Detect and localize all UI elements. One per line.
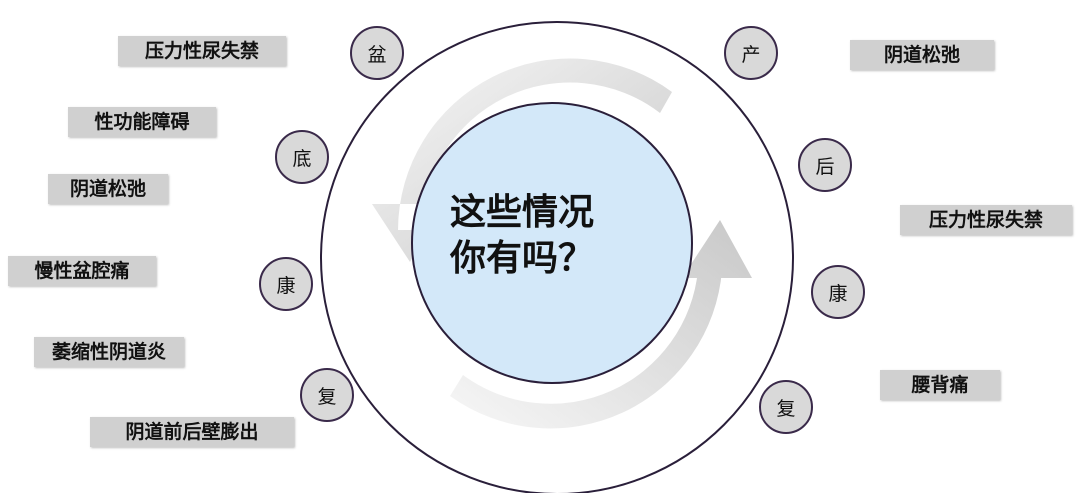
node-left-2: 底 (275, 130, 329, 184)
left-label-3: 阴道松弛 (48, 174, 168, 204)
node-right-1: 产 (724, 26, 778, 80)
left-label-1: 压力性尿失禁 (118, 36, 286, 66)
node-right-4: 复 (759, 380, 813, 434)
center-question: 这些情况 你有吗？ (450, 190, 626, 282)
center-line-1: 这些情况 (450, 192, 595, 233)
left-label-2: 性功能障碍 (68, 107, 216, 137)
cycle-arrow-top (372, 58, 672, 262)
node-left-4: 复 (300, 368, 354, 422)
right-label-3: 腰背痛 (880, 370, 1000, 400)
node-right-3: 康 (811, 265, 865, 319)
left-label-5: 萎缩性阴道炎 (34, 337, 184, 367)
center-circle (411, 102, 693, 384)
node-left-3: 康 (259, 257, 313, 311)
node-left-1: 盆 (350, 26, 404, 80)
right-label-1: 阴道松弛 (850, 40, 994, 70)
node-right-2: 后 (798, 138, 852, 192)
left-label-4: 慢性盆腔痛 (8, 256, 156, 286)
cycle-arrow-bottom (450, 220, 752, 429)
left-label-6: 阴道前后壁膨出 (90, 417, 294, 447)
center-line-2: 你有吗？ (450, 238, 595, 279)
right-label-2: 压力性尿失禁 (900, 205, 1072, 235)
